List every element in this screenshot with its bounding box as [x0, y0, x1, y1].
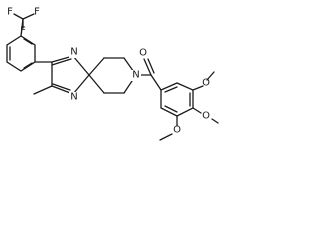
- atom-label-f1: F: [7, 7, 13, 18]
- atom-label-o-carbonyl: O: [139, 48, 147, 59]
- bond-pip-6: [88, 74, 105, 94]
- label-bg-n-top: [69, 47, 79, 58]
- bond-n1-spiro: [72, 55, 90, 76]
- bond-c-f1: [13, 13, 24, 20]
- piperidine-ring: [88, 57, 137, 94]
- bond-ring-o-mid: [192, 107, 202, 114]
- atom-label-n-piperidine: N: [132, 70, 139, 81]
- bond-o-me-bottom: [159, 133, 173, 141]
- phenyl-right-outline: [160, 82, 194, 117]
- bond-c-f2: [22, 13, 35, 20]
- bond-carbonyl-o-double: [147, 58, 155, 74]
- bond-n3-c4-double: [52, 83, 71, 91]
- phenyl-ring-outline: [6, 35, 36, 72]
- bond-pip-1: [88, 57, 105, 76]
- label-bg-n-bottom: [69, 92, 79, 103]
- atom-label-o-methoxy-mid: O: [202, 111, 210, 122]
- atom-label-f3: F: [20, 26, 26, 37]
- methoxy-groups: [159, 71, 219, 141]
- imidazoline-ring: [51, 55, 90, 95]
- bond-spiro-n3: [72, 74, 90, 95]
- bond-o-me-top: [206, 71, 215, 81]
- atom-label-n-imine-bottom: N: [70, 92, 77, 103]
- bond-carbonyl-o: [143, 58, 152, 76]
- phenyl-ring-left: [6, 35, 36, 72]
- atom-label-o-methoxy-top: O: [202, 78, 210, 89]
- molecule-drawing: F F F N N N O O O O: [6, 7, 219, 141]
- phenyl-double-bond-3: [23, 38, 33, 45]
- cf3-group: [13, 13, 35, 37]
- bond-o-me-mid: [211, 118, 219, 124]
- atom-labels: F F F N N N O O O O: [7, 7, 210, 136]
- atom-label-f2: F: [34, 7, 40, 18]
- phenyl-right-double-3: [164, 105, 178, 113]
- bond-carbonyl-aryl: [150, 74, 162, 91]
- atom-label-o-methoxy-bottom: O: [173, 125, 181, 136]
- atom-label-n-imine-top: N: [70, 47, 77, 58]
- bond-cf3-aryl: [20, 18, 24, 37]
- structure-canvas: F F F N N N O O O O: [0, 0, 224, 159]
- bond-methyl: [33, 85, 53, 95]
- label-bg-n-pip: [131, 70, 141, 81]
- phenyl-right-double-1: [164, 86, 178, 93]
- bond-ring-o-top: [192, 85, 204, 91]
- phenyl-double-bond-2: [23, 62, 33, 69]
- phenyl-ring-right: [160, 82, 194, 117]
- bond-c2-n1-double: [51, 58, 72, 66]
